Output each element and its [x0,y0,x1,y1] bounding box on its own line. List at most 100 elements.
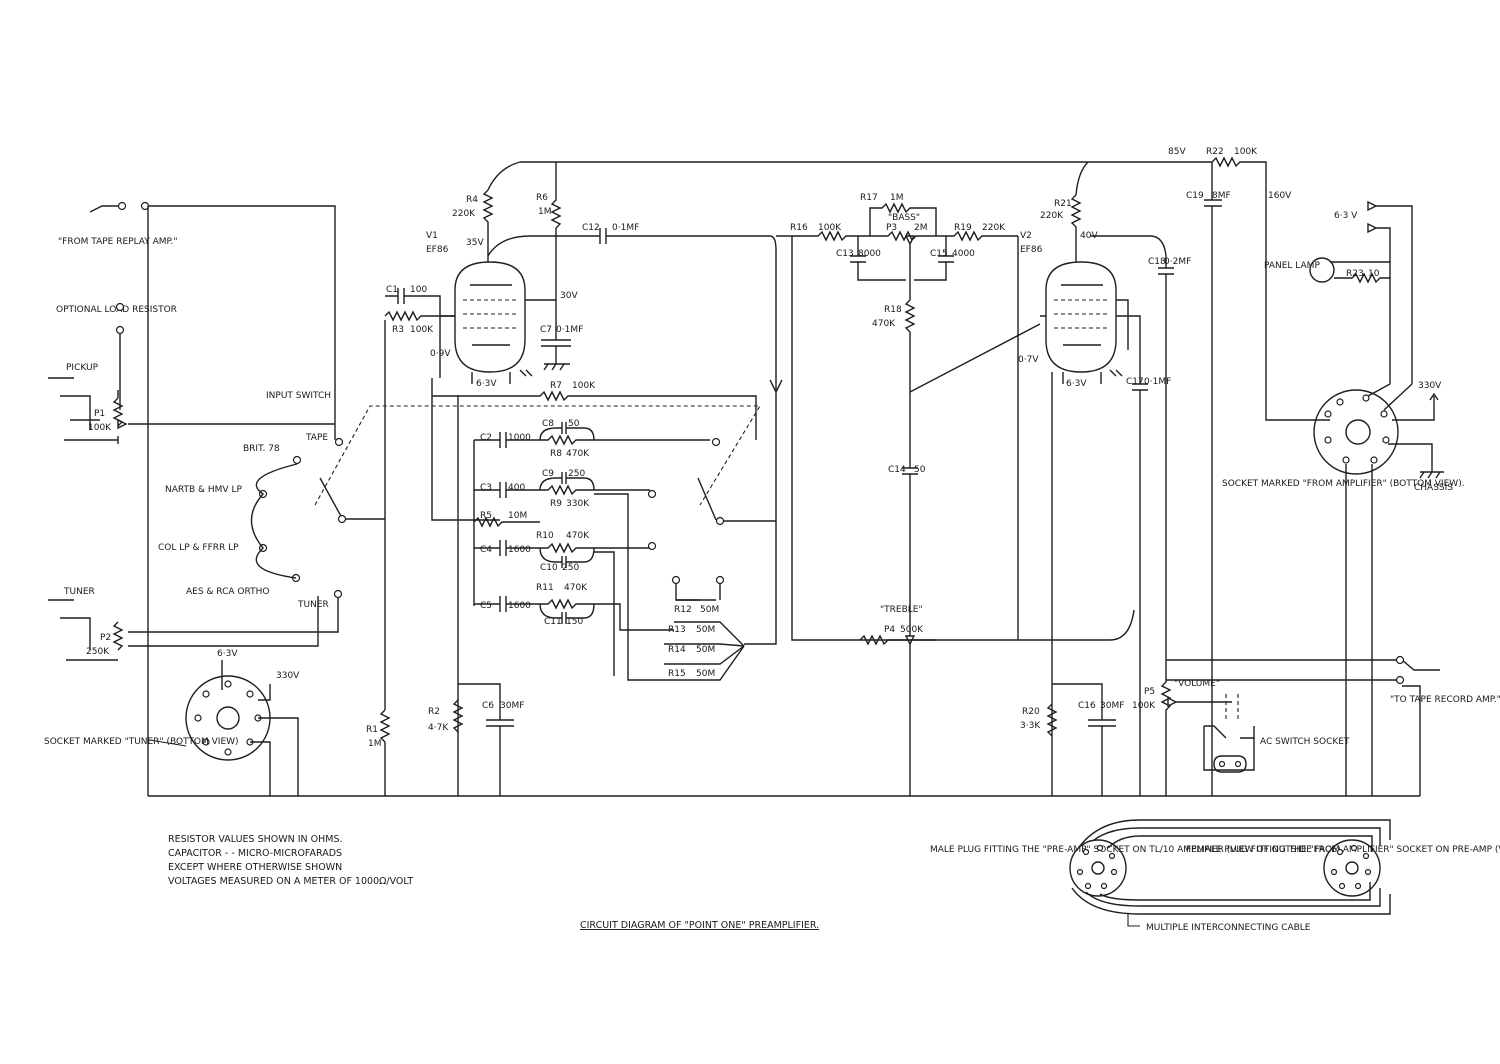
c2-value: 1000 [508,433,531,443]
r12-label: R12 [674,605,692,615]
amp-socket-330v: 330V [1418,381,1442,391]
c16-label: C16 [1078,701,1096,711]
c1-label: C1 [386,285,398,295]
tuner-input-label: TUNER [63,587,95,597]
multi-cable-label: MULTIPLE INTERCONNECTING CABLE [1146,923,1311,933]
v2-type: EF86 [1020,245,1043,255]
r23-label: R23 [1346,269,1364,279]
r9-label: R9 [550,499,562,509]
r6-label: R6 [536,193,548,203]
tuner-socket: 6·3V 330V SOCKET MARKED "TUNER" (BOTTOM … [44,649,300,796]
tuner-socket-63v: 6·3V [217,649,238,659]
r5-value: 10M [508,511,527,521]
bass-label: "BASS" [888,213,920,223]
pickup-input: PICKUP P1 100k [48,363,335,444]
c8-label: C8 [542,419,554,429]
p4-value: 500k [900,625,924,635]
v1-heater: 6·3V [476,379,497,389]
note-line-4: VOLTAGES MEASURED ON A METER OF 1000Ω/VO… [168,876,413,887]
r8-label: R8 [550,449,562,459]
notes: RESISTOR VALUES SHOWN IN OHMS. CAPACITOR… [168,834,413,887]
c14-value: 50 [914,465,926,475]
col-lp-position-label: COL LP & FFRR LP [158,543,239,553]
c4-label: C4 [480,545,492,555]
c16-value: 30µF [1100,701,1124,711]
tuner-position-label: TUNER [297,600,329,610]
socket-from-amp-label: SOCKET MARKED "FROM AMPLIFIER" (BOTTOM V… [1222,479,1465,489]
p1-value: 100k [88,423,112,433]
r7-value: 100k [572,381,596,391]
v2-label: V2 [1020,231,1032,241]
c5-value: 1600 [508,601,531,611]
ac-switch-label: AC SWITCH SOCKET [1260,737,1350,747]
input-switch-label: INPUT SWITCH [266,391,331,401]
c4-value: 1600 [508,545,531,555]
r14-value: 50M [696,645,715,655]
c17-label: C17 [1126,377,1144,387]
v1-type: EF86 [426,245,449,255]
pickup-label: PICKUP [66,363,99,373]
p1-label: P1 [94,409,105,419]
r17-value: 1M [890,193,904,203]
c3-label: C3 [480,483,492,493]
c18-label: C18 [1148,257,1166,267]
c1-value: 100 [410,285,427,295]
p2-value: 250k [86,647,110,657]
r22-value: 100k [1234,147,1258,157]
r3-label: R3 [392,325,404,335]
r10-value: 470k [566,531,590,541]
c5-label: C5 [480,601,492,611]
r7-label: R7 [550,381,562,391]
optional-load-resistor: OPTIONAL LOAD RESISTOR [56,302,177,410]
c3-value: 400 [508,483,525,493]
p3-label: P3 [886,223,897,233]
c18-value: 0·2µF [1164,257,1191,267]
r11-label: R11 [536,583,554,593]
c7-value: 0·1µF [556,325,583,335]
brit78-position-label: BRIT. 78 [243,444,280,454]
note-line-2: CAPACITOR - - MICRO-MICROFARADS [168,848,342,859]
r18-value: 470k [872,319,896,329]
chassis-label: CHASSIS [1414,483,1453,493]
p5-label: P5 [1144,687,1155,697]
hv-rail [487,161,1200,196]
c19-value: 8µF [1212,191,1231,201]
r3-value: 100k [410,325,434,335]
r20-c16-cathode: R20 3·3k C16 30µF [1020,683,1124,796]
diagram-caption: CIRCUIT DIAGRAM OF "POINT ONE" PREAMPLIF… [580,920,819,931]
ac-switch-socket: AC SWITCH SOCKET [1203,694,1350,773]
r15-value: 50M [696,669,715,679]
to-tape-record-label: "TO TAPE RECORD AMP." [1390,695,1500,705]
volume-label: "VOLUME" [1174,679,1220,689]
from-tape-replay-label: "FROM TAPE REPLAY AMP." [58,237,178,247]
v2-anode-voltage: 40V [1080,231,1098,241]
tone-controls: R16 100k R17 1M "BASS" P3 2M R19 220k C1… [776,193,1135,796]
r15-label: R15 [668,669,686,679]
supply-63v: 6·3 V [1334,211,1358,221]
optional-load-resistor-label: OPTIONAL LOAD RESISTOR [56,305,177,315]
c11-label: C11 [544,617,562,627]
r21-label: R21 [1054,199,1072,209]
female-plug-label: FEMALE PLUG FITTING THE "FROM AMPLIFIER"… [1186,845,1500,855]
p3-value: 2M [914,223,928,233]
r18-label: R18 [884,305,902,315]
amplifier-socket: 330V CHASSIS SOCKET MARKED "FROM AMPLIFI… [1222,381,1465,796]
c2-label: C2 [480,433,492,443]
c9-label: C9 [542,469,554,479]
equaliser-network: R7 100k C2 1000 C3 400 C4 1600 C5 1600 R… [431,378,776,796]
hv-85v: 85V [1168,147,1186,157]
note-line-3: EXCEPT WHERE OTHERWISE SHOWN [168,862,342,873]
r22-label: R22 [1206,147,1224,157]
c15-label: C15 [930,249,948,259]
panel-lamp: 6·3 V PANEL LAMP R23 10 [1264,200,1413,384]
c6-label: C6 [482,701,494,711]
r8-value: 470k [566,449,590,459]
c8-value: 50 [568,419,580,429]
c6-value: 30µF [500,701,524,711]
c10-label: C10 [540,563,558,573]
c17-value: 0·1µF [1144,377,1171,387]
v2-heater: 6·3V [1066,379,1087,389]
v1-label: V1 [426,231,438,241]
r4-value: 220k [452,209,476,219]
c13-value: 8000 [858,249,881,259]
